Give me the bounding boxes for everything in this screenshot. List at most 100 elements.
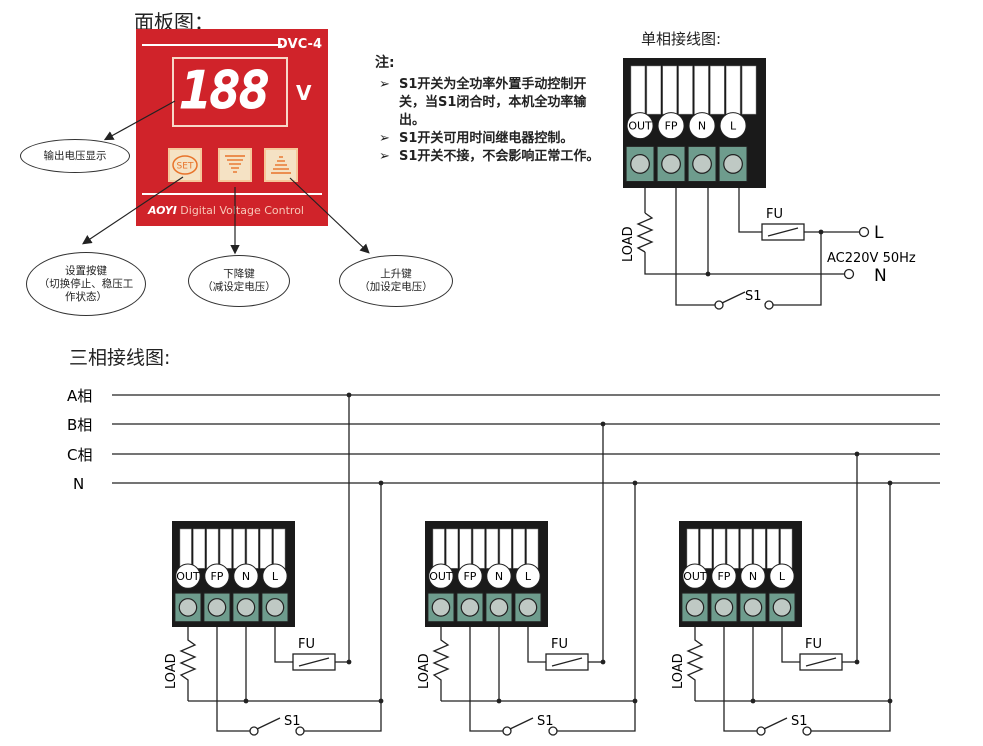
terminal-label-out: OUT bbox=[683, 570, 707, 583]
phase-A-label: A相 bbox=[67, 387, 92, 405]
bullet-arrow-icon: ➢ bbox=[379, 77, 390, 92]
neutral-label: N bbox=[73, 475, 84, 493]
terminal-label-l: L bbox=[272, 570, 279, 583]
terminal-label-fp: FP bbox=[463, 570, 476, 583]
terminal-label-n: N bbox=[698, 120, 706, 133]
terminal-tag bbox=[711, 563, 737, 589]
terminal-tag bbox=[262, 563, 288, 589]
up-arrow-icon bbox=[271, 156, 291, 174]
terminal-label-n: N bbox=[242, 570, 250, 583]
terminal-tag bbox=[688, 112, 716, 140]
load-label: LOAD bbox=[671, 653, 686, 689]
arrow-output bbox=[103, 100, 176, 141]
terminal-screw bbox=[661, 154, 681, 174]
terminal-screw bbox=[265, 598, 285, 617]
terminal-screw bbox=[431, 598, 451, 617]
fuse-label: FU bbox=[551, 637, 568, 652]
terminal-screw bbox=[685, 598, 705, 617]
terminal-screw bbox=[714, 598, 734, 617]
bullet-arrow-icon: ➢ bbox=[379, 131, 390, 146]
note-text-1: S1开关为全功率外置手动控制开关，当S1闭合时，本机全功率输出。 bbox=[399, 77, 587, 128]
brand-logo: AOYI bbox=[148, 204, 177, 217]
switch-label: S1 bbox=[745, 289, 762, 304]
arrow-up bbox=[289, 177, 370, 254]
switch-label: S1 bbox=[284, 714, 301, 729]
terminal-screw bbox=[692, 154, 712, 174]
notes-heading: 注: bbox=[375, 55, 395, 71]
model-label: DVC-4 bbox=[276, 37, 322, 52]
switch-label: S1 bbox=[791, 714, 808, 729]
down-arrow-icon bbox=[225, 155, 245, 173]
note-item: ➢ S1开关不接，不会影响正常工作。 bbox=[375, 148, 605, 166]
terminal-screw bbox=[723, 154, 743, 174]
set-key[interactable]: SET bbox=[168, 148, 202, 182]
callout-down-key: 下降键 （减设定电压） bbox=[188, 255, 290, 307]
terminal-label-n: N bbox=[749, 570, 757, 583]
terminal-label-out: OUT bbox=[176, 570, 200, 583]
terminal-tag bbox=[740, 563, 766, 589]
terminal-tag bbox=[233, 563, 259, 589]
terminal-label-fp: FP bbox=[210, 570, 223, 583]
callout-set-line3: 作状态） bbox=[65, 290, 107, 303]
line-L-label: L bbox=[874, 223, 884, 243]
terminal-label-fp: FP bbox=[665, 120, 678, 133]
terminal-tag bbox=[719, 112, 747, 140]
three-phase-unit: OUT FP N L LOAD FU S1 bbox=[164, 392, 384, 736]
arrow-set bbox=[82, 176, 184, 245]
terminal-screw bbox=[743, 598, 763, 617]
terminal-screw bbox=[630, 154, 650, 174]
callout-set-line2: （切换停止、稳压工 bbox=[38, 277, 134, 290]
terminal-tag bbox=[457, 563, 483, 589]
terminal-tag bbox=[428, 563, 454, 589]
terminal-screw bbox=[772, 598, 792, 617]
up-key[interactable] bbox=[264, 148, 298, 182]
down-key[interactable] bbox=[218, 148, 252, 182]
controller-panel: DVC-4 188 V SET AOYI Digital Voltage Con… bbox=[136, 29, 328, 226]
callout-up-line2: （加设定电压） bbox=[359, 281, 433, 293]
terminal-screw bbox=[236, 598, 256, 617]
callout-set-key: 设置按键 （切换停止、稳压工 作状态） bbox=[26, 252, 146, 316]
panel-divider-top bbox=[142, 44, 282, 46]
single-phase-title: 单相接线图: bbox=[641, 30, 722, 48]
bullet-arrow-icon: ➢ bbox=[379, 149, 390, 164]
callout-down-line2: （减设定电压） bbox=[202, 281, 276, 293]
callout-down-line1: 下降键 bbox=[223, 268, 255, 280]
fuse-label: FU bbox=[766, 207, 783, 222]
note-item: ➢ S1开关可用时间继电器控制。 bbox=[375, 130, 605, 148]
terminal-label-out: OUT bbox=[628, 120, 652, 133]
terminal-tag bbox=[204, 563, 230, 589]
switch-label: S1 bbox=[537, 714, 554, 729]
phase-B-label: B相 bbox=[67, 416, 92, 434]
terminal-screw bbox=[207, 598, 227, 617]
callout-output-text: 输出电压显示 bbox=[43, 149, 107, 162]
terminal-label-l: L bbox=[730, 120, 737, 133]
callout-up-line1: 上升键 bbox=[380, 268, 412, 280]
terminal-tag bbox=[626, 112, 654, 140]
supply-label: AC220V 50Hz bbox=[827, 251, 916, 266]
terminal-label-n: N bbox=[495, 570, 503, 583]
voltage-display: 188 bbox=[172, 57, 288, 127]
terminal-block: OUT FP N L bbox=[172, 521, 295, 627]
callout-output-display: 输出电压显示 bbox=[20, 139, 130, 173]
note-text-3: S1开关不接，不会影响正常工作。 bbox=[399, 149, 600, 164]
fuse-label: FU bbox=[298, 637, 315, 652]
terminal-screw bbox=[518, 598, 538, 617]
terminal-tag bbox=[769, 563, 795, 589]
panel-divider-bottom bbox=[142, 193, 322, 195]
terminal-block: OUT FP N L bbox=[623, 58, 766, 188]
fuse-label: FU bbox=[805, 637, 822, 652]
load-label: LOAD bbox=[417, 653, 432, 689]
note-text-2: S1开关可用时间继电器控制。 bbox=[399, 131, 574, 146]
notes-block: 注: ➢ S1开关为全功率外置手动控制开关，当S1闭合时，本机全功率输出。 ➢ S1… bbox=[375, 54, 605, 166]
line-N-label: N bbox=[874, 266, 887, 286]
terminal-label-fp: FP bbox=[717, 570, 730, 583]
terminal-screw bbox=[178, 598, 198, 617]
load-label: LOAD bbox=[164, 653, 179, 689]
